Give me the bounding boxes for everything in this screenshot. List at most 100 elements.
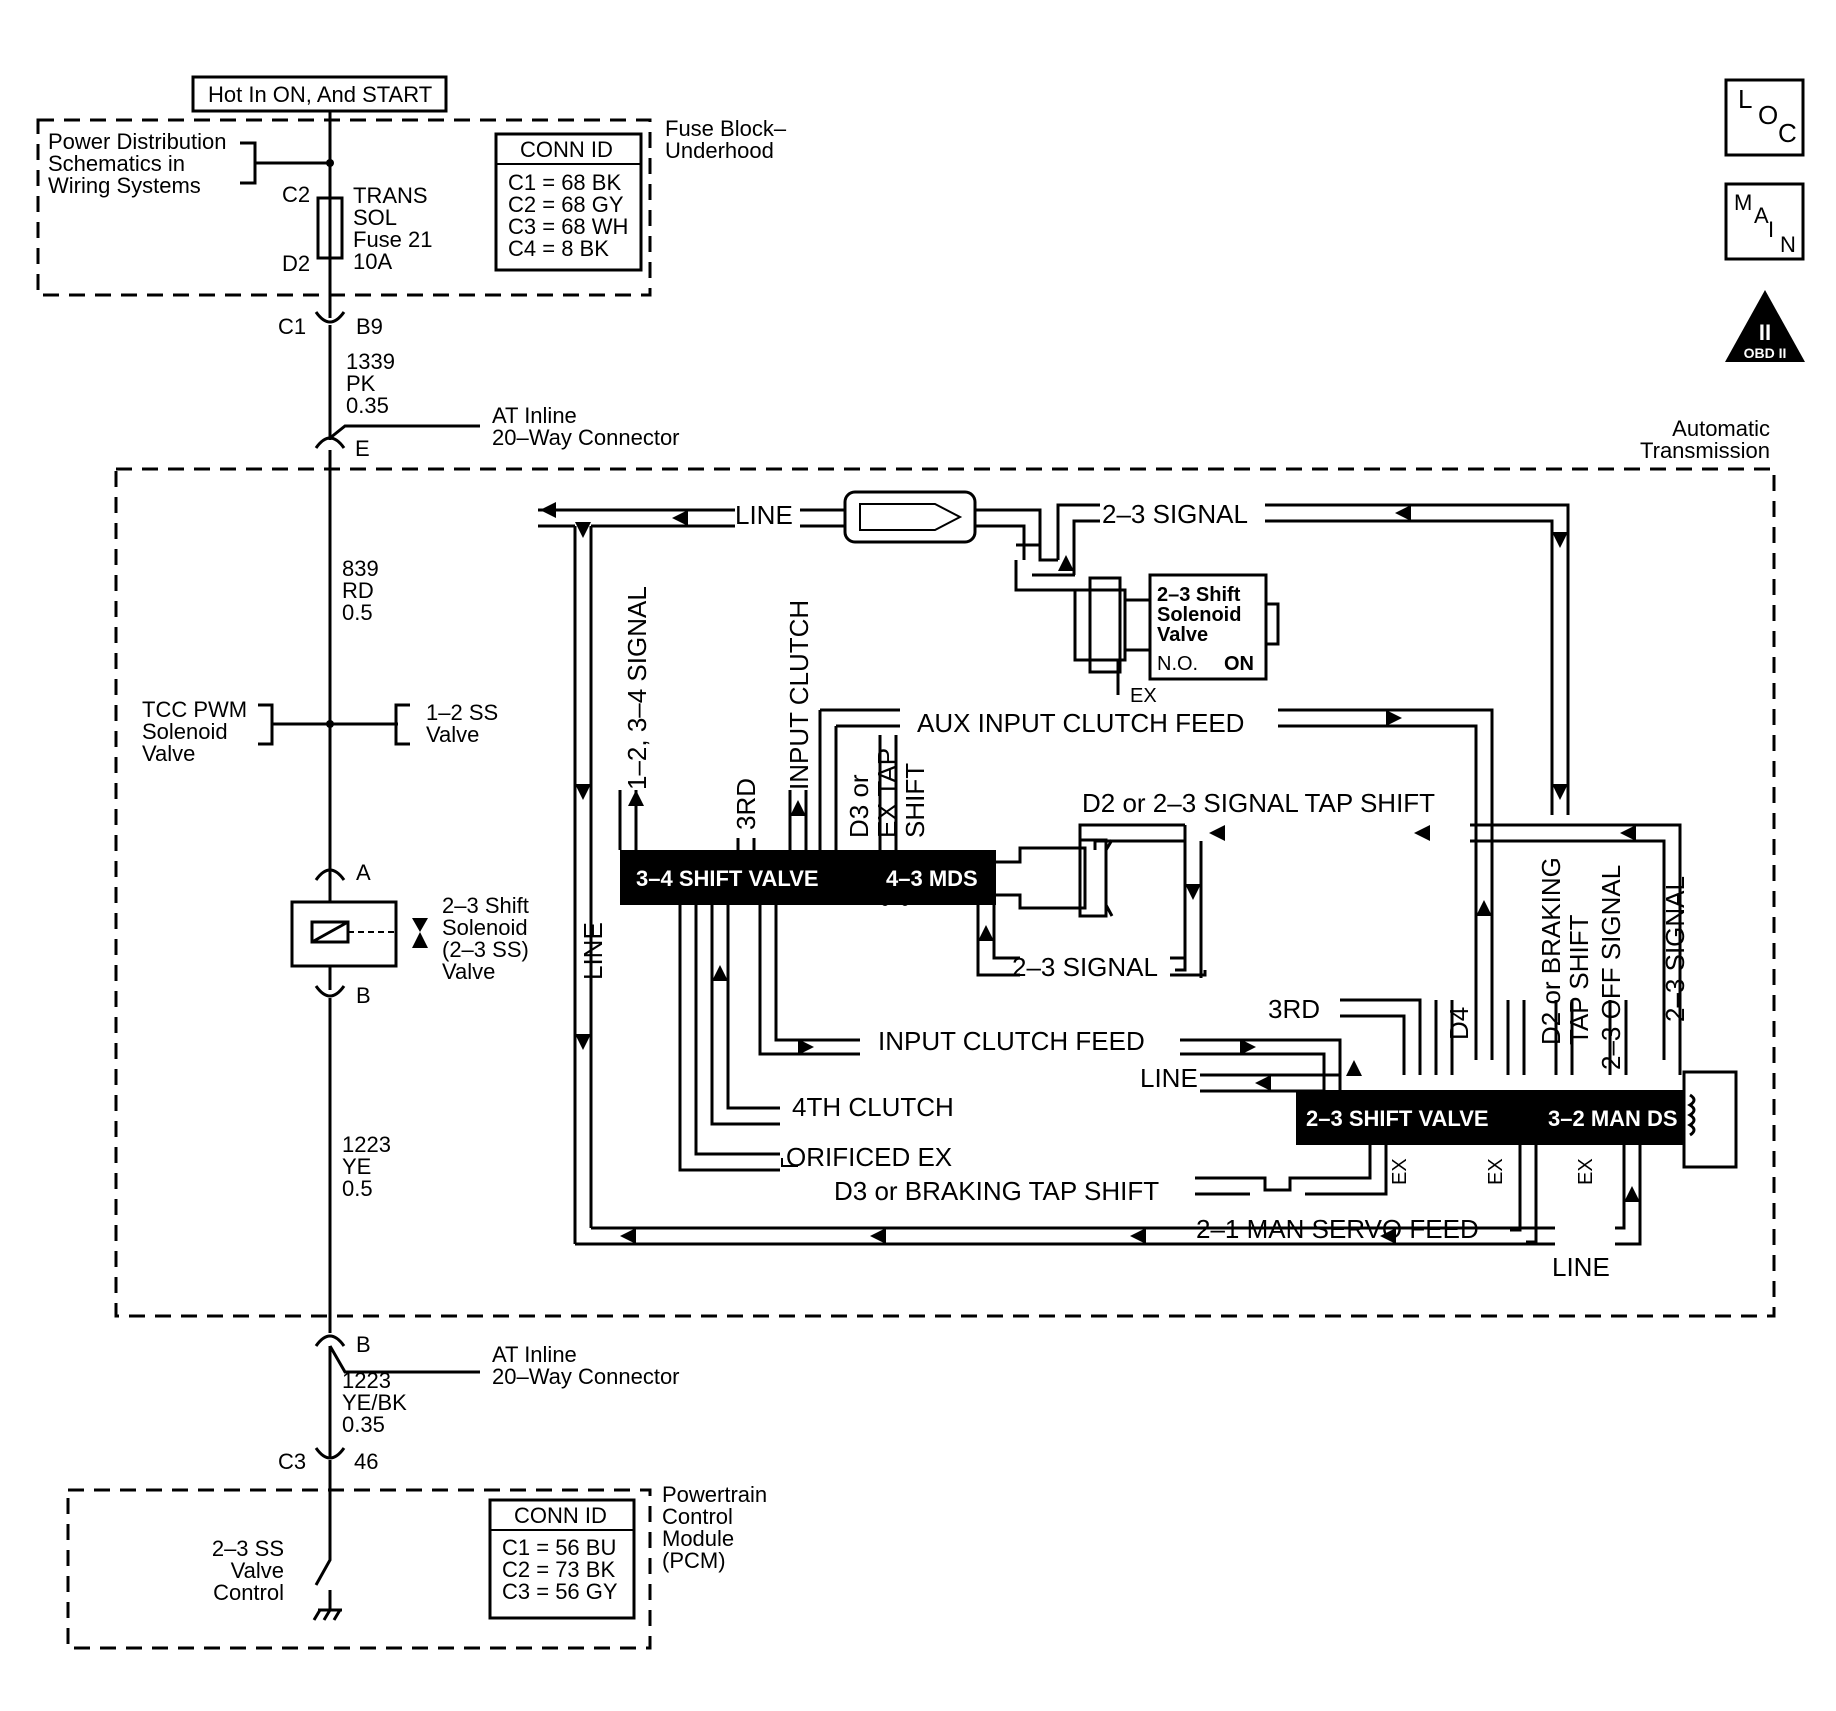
sol-label-3: (2–3 SS)	[442, 937, 529, 962]
hyd-4th-clutch: 4TH CLUTCH	[792, 1092, 954, 1122]
tcc-label-1: TCC PWM	[142, 697, 247, 722]
wire-839-gauge: 0.5	[342, 600, 373, 625]
hyd-d3-ex-1: D3 or	[844, 774, 874, 838]
wire-1339-gauge: 0.35	[346, 393, 389, 418]
label-b9: B9	[356, 314, 383, 339]
hyd-sol-label-1: 2–3 Shift	[1157, 584, 1241, 606]
fuse-label-2: SOL	[353, 205, 397, 230]
automatic-transmission-box	[114, 467, 1776, 1318]
valve-34-label: 3–4 SHIFT VALVE	[636, 866, 819, 891]
hyd-23-signal-top: 2–3 SIGNAL	[1102, 499, 1248, 529]
wire-1339-num: 1339	[346, 349, 395, 374]
power-dist-1: Power Distribution	[48, 129, 227, 154]
pcm-ctrl-2: Valve	[231, 1558, 284, 1583]
shift-solenoid-symbol	[290, 900, 398, 968]
main-icon-m: M	[1734, 190, 1752, 215]
hyd-aux-feed: AUX INPUT CLUTCH FEED	[917, 708, 1244, 738]
pcm-conn-row: C2 = 73 BK	[502, 1557, 615, 1582]
hyd-23-signal-right: 2–3 SIGNAL	[1660, 876, 1690, 1022]
hyd-line-right: LINE	[1140, 1063, 1198, 1093]
label-c1: C1	[278, 314, 306, 339]
wire-839-color: RD	[342, 578, 374, 603]
main-icon[interactable]	[1724, 182, 1805, 261]
obd-icon-num: II	[1759, 320, 1771, 345]
loc-icon[interactable]	[1724, 78, 1805, 157]
fuse-conn-id-title: CONN ID	[520, 137, 613, 162]
hyd-sol-label-2: Solenoid	[1157, 604, 1241, 626]
label-inline2-pin: B	[356, 1332, 371, 1357]
hyd-line-left: LINE	[578, 922, 608, 980]
inline2-title-1: AT Inline	[492, 1342, 577, 1367]
fuse-conn-row: C4 = 8 BK	[508, 236, 609, 261]
wire-1223-color: YE	[342, 1154, 371, 1179]
label-d2: D2	[282, 251, 310, 276]
fuse-label-1: TRANS	[353, 183, 428, 208]
hyd-d2-tap-shift: D2 or 2–3 SIGNAL TAP SHIFT	[1082, 788, 1435, 818]
valve-icon	[412, 918, 428, 948]
connector-a	[314, 868, 346, 881]
wire-1223-num: 1223	[342, 1132, 391, 1157]
pcm-title-2: Control	[662, 1504, 733, 1529]
pcm-box	[66, 1488, 652, 1650]
fuse-conn-row: C1 = 68 BK	[508, 170, 621, 195]
solenoid-coil-slash	[311, 920, 349, 944]
loc-icon-o: O	[1758, 100, 1778, 130]
wire-1223-gauge: 0.5	[342, 1176, 373, 1201]
main-icon-n: N	[1780, 232, 1796, 257]
hyd-3rd-top: 3RD	[731, 778, 761, 830]
hyd-input-clutch: INPUT CLUTCH	[784, 600, 814, 790]
loc-icon-l: L	[1738, 84, 1752, 114]
hyd-off-signal: 2–3 OFF SIGNAL	[1596, 865, 1626, 1070]
inline2-title-2: 20–Way Connector	[492, 1364, 680, 1389]
pcm-switch-ground	[312, 1460, 342, 1621]
pcm-conn-id-box	[488, 1498, 636, 1620]
hyd-d3-ex-2: EX TAP	[872, 748, 902, 838]
fuse-block-title-2: Underhood	[665, 138, 774, 163]
hyd-d2-braking-2: TAP SHIFT	[1564, 914, 1594, 1045]
hyd-sig-1234: 1–2, 3–4 SIGNAL	[622, 586, 652, 790]
hyd-sol-no: N.O.	[1157, 653, 1198, 675]
hyd-servo-feed: 2–1 MAN SERVO FEED	[1196, 1214, 1479, 1244]
sol-label-2: Solenoid	[442, 915, 528, 940]
hyd-d3-braking: D3 or BRAKING TAP SHIFT	[834, 1176, 1159, 1206]
tcc-label-2: Solenoid	[142, 719, 228, 744]
obd-ii-icon[interactable]	[1725, 290, 1805, 362]
mds-43-label: 4–3 MDS	[886, 866, 978, 891]
hyd-input-clutch-feed: INPUT CLUTCH FEED	[878, 1026, 1145, 1056]
power-dist-bracket	[240, 141, 330, 185]
pcm-title-1: Powertrain	[662, 1482, 767, 1507]
hyd-d4: D4	[1444, 1007, 1474, 1040]
inline1-title-2: 20–Way Connector	[492, 425, 680, 450]
wire-1223b-gauge: 0.35	[342, 1412, 385, 1437]
pcm-ctrl-1: 2–3 SS	[212, 1536, 284, 1561]
label-c2: C2	[282, 182, 310, 207]
hydraulic-lines	[538, 490, 1682, 1246]
wire-1339-color: PK	[346, 371, 376, 396]
fuse-block-title-1: Fuse Block–	[665, 116, 787, 141]
pcm-title-3: Module	[662, 1526, 734, 1551]
connector-e	[314, 436, 346, 449]
hyd-ex-1: EX	[1389, 1158, 1411, 1185]
hyd-sol-label-3: Valve	[1157, 624, 1208, 646]
ss12-label-1: 1–2 SS	[426, 700, 498, 725]
fuse-conn-row: C2 = 68 GY	[508, 192, 624, 217]
trans-title-2: Transmission	[1640, 438, 1770, 463]
power-dist-2: Schematics in	[48, 151, 185, 176]
connector-b	[314, 985, 346, 998]
wire-1223b-color: YE/BK	[342, 1390, 407, 1415]
wire-839-num: 839	[342, 556, 379, 581]
inline2-leader	[328, 1345, 480, 1374]
connector-c3-46	[314, 1447, 346, 1460]
shift-valve-34	[620, 838, 1114, 918]
label-pin-a: A	[356, 860, 371, 885]
hyd-ex-3: EX	[1575, 1158, 1597, 1185]
hyd-orificed-ex: ORIFICED EX	[786, 1142, 952, 1172]
label-46: 46	[354, 1449, 378, 1474]
fuse-conn-id-box	[494, 132, 643, 272]
hyd-3rd-right: 3RD	[1268, 994, 1320, 1024]
connector-c1-b9	[314, 311, 346, 324]
fuse-label-4: 10A	[353, 249, 392, 274]
hyd-d2-braking-1: D2 or BRAKING	[1536, 857, 1566, 1045]
tcc-label-3: Valve	[142, 741, 195, 766]
